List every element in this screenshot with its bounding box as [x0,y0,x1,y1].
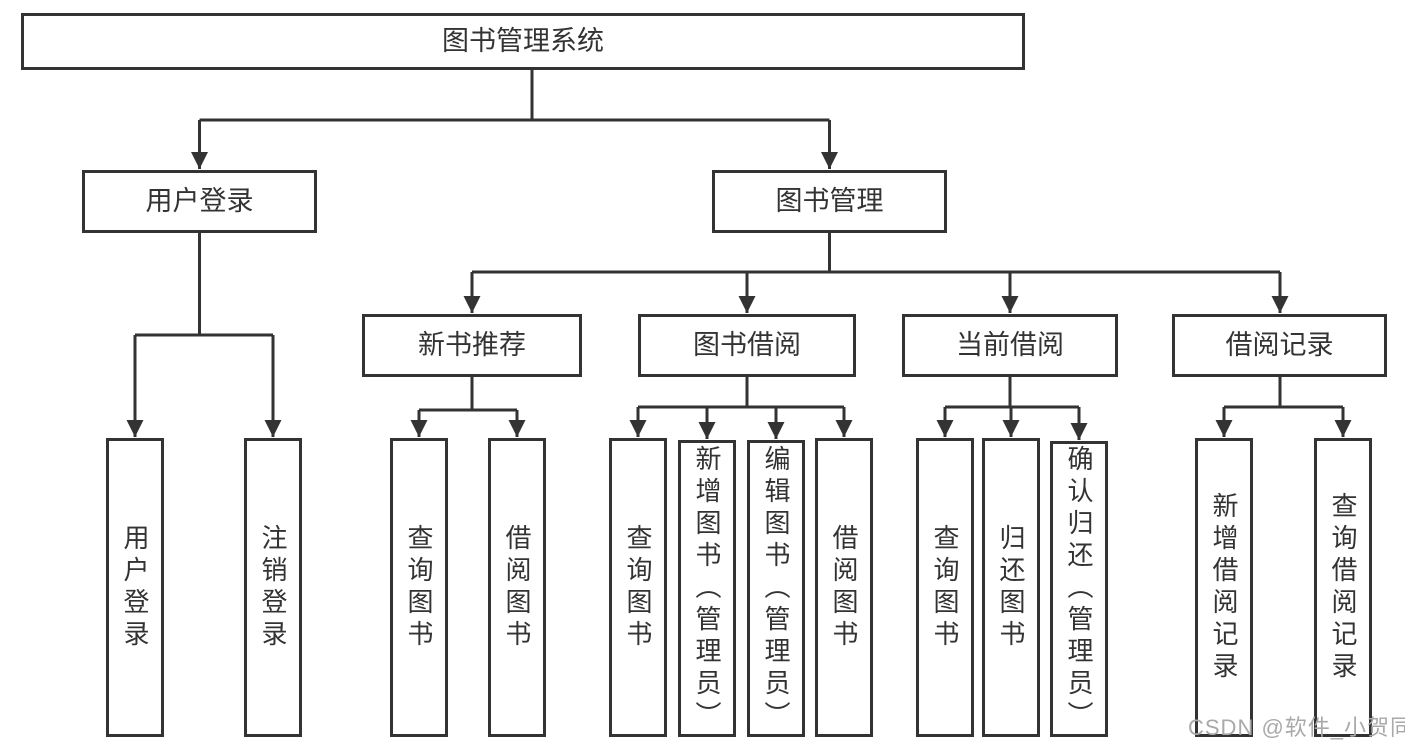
node-label: 用户登录 [120,523,150,652]
connector-login-to-leaves [126,233,282,437]
leaf-borrow-books-newrec: 借阅图书 [488,438,546,737]
node-label: 归还图书 [996,523,1026,652]
leaf-query-books-current: 查询图书 [916,438,974,737]
node-label: 图书管理系统 [442,26,604,56]
leaf-query-books-newrec: 查询图书 [390,438,448,737]
node-label: 注销登录 [258,523,288,652]
connector-root-to-level2 [191,70,838,169]
leaf-query-borrow-record: 查询借阅记录 [1314,438,1372,737]
leaf-borrow-books: 借阅图书 [815,438,873,737]
leaf-query-books-borrow: 查询图书 [609,438,667,737]
node-label: 查询图书 [930,523,960,652]
node-label: 查询借阅记录 [1328,491,1358,684]
node-label: 图书管理 [775,186,884,216]
node-label: 查询图书 [623,523,653,652]
connector-record-to-leaves [1215,377,1352,437]
node-label: 借阅图书 [502,523,532,652]
node-borrow-record: 借阅记录 [1172,314,1387,377]
node-label: 借阅图书 [829,523,859,652]
node-label: 确认归还（管理员） [1064,445,1094,733]
node-label: 当前借阅 [956,330,1064,360]
connector-current-to-leaves [936,377,1088,440]
leaf-edit-books-admin: 编辑图书（管理员） [747,440,805,737]
node-current-borrow: 当前借阅 [902,314,1118,377]
connector-newbook-to-leaves [410,377,526,437]
node-user-login: 用户登录 [82,170,317,233]
node-new-book-recommend: 新书推荐 [362,314,582,377]
leaf-logout: 注销登录 [244,438,302,737]
node-label: 借阅记录 [1225,330,1334,360]
connector-borrow-to-leaves [629,377,853,439]
leaf-return-books: 归还图书 [982,438,1040,737]
node-library-management-system: 图书管理系统 [21,13,1025,70]
leaf-confirm-return-admin: 确认归还（管理员） [1050,441,1108,737]
connector-mgmt-to-level3 [463,233,1289,313]
node-label: 新增图书（管理员） [692,444,722,733]
csdn-watermark: CSDN @软件_小贺同学 [1188,715,1405,740]
node-label: 编辑图书（管理员） [761,444,791,733]
node-label: 新书推荐 [418,330,526,360]
leaf-add-books-admin: 新增图书（管理员） [678,440,736,737]
node-label: 图书借阅 [693,330,801,360]
leaf-user-login: 用户登录 [106,438,164,737]
node-label: 新增借阅记录 [1209,491,1239,684]
node-book-borrow: 图书借阅 [638,314,856,377]
node-label: 用户登录 [145,186,254,216]
node-book-management: 图书管理 [712,170,947,233]
node-label: 查询图书 [404,523,434,652]
leaf-add-borrow-record: 新增借阅记录 [1195,438,1253,737]
